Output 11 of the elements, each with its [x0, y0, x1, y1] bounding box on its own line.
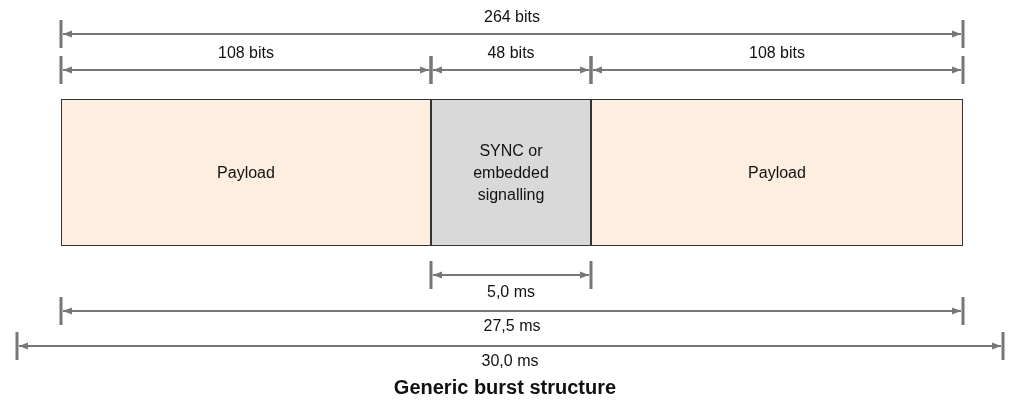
field-box: Payload [61, 99, 431, 246]
dimension-label: 108 bits [749, 44, 805, 62]
field-box: SYNC or embedded signalling [431, 99, 591, 246]
dimension-label: 108 bits [218, 44, 274, 62]
dimension-label: 30,0 ms [481, 352, 539, 370]
caption: Generic burst structure [393, 376, 617, 399]
field-box: Payload [591, 99, 963, 246]
dimension-label: 48 bits [487, 44, 535, 62]
dimension-label: 5,0 ms [487, 283, 535, 301]
dimension-label: 264 bits [484, 8, 540, 26]
dimension-label: 27,5 ms [483, 317, 541, 335]
